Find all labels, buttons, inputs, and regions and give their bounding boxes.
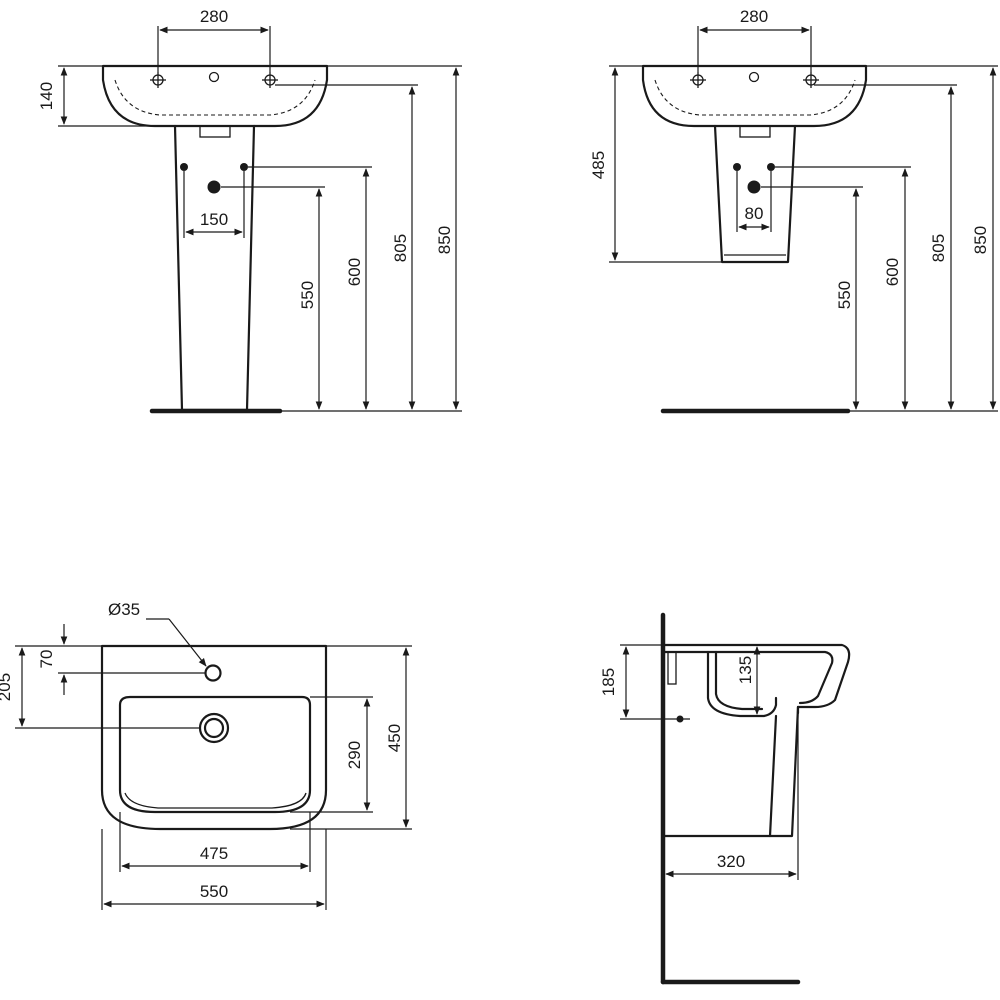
tap-hole-markers xyxy=(150,71,278,88)
dim-label: 320 xyxy=(717,852,745,871)
supply-right-point xyxy=(240,163,248,171)
basin-plan-outline xyxy=(100,644,328,831)
dim-bowl-depth: 485 xyxy=(589,65,722,263)
dim-label: 135 xyxy=(736,656,755,684)
dim-tap-hole-offset: 70 xyxy=(37,624,205,695)
basin-outline xyxy=(641,64,868,138)
waste-point xyxy=(747,180,761,194)
dim-label: 150 xyxy=(200,210,228,229)
dim-label: 185 xyxy=(599,668,618,696)
dim-rim-top-height: 805 xyxy=(275,84,418,410)
waste-point xyxy=(207,180,221,194)
dim-supply-spacing: 80 xyxy=(736,171,772,232)
dim-tap-hole-diameter: Ø35 xyxy=(108,600,207,667)
dim-label: 600 xyxy=(345,258,364,286)
dim-rim-height: 185 xyxy=(599,644,690,720)
dim-label: 280 xyxy=(200,7,228,26)
tap-hole-markers xyxy=(690,71,819,88)
dim-label: Ø35 xyxy=(108,600,140,619)
supply-left-point xyxy=(733,163,741,171)
dim-label: 550 xyxy=(835,281,854,309)
dim-waste-drop: 135 xyxy=(736,646,761,715)
dim-inner-width: 475 xyxy=(119,812,311,872)
dim-overall-height: 850 xyxy=(280,65,462,412)
dim-tap-centres: 280 xyxy=(157,7,271,72)
waste-outlet xyxy=(198,712,230,744)
supply-right-point xyxy=(767,163,775,171)
bowl-inner-outline xyxy=(118,695,312,814)
dim-tap-centres: 280 xyxy=(697,7,812,72)
dim-label: 485 xyxy=(589,151,608,179)
dim-label: 280 xyxy=(740,7,768,26)
side-section-view: 185 135 320 xyxy=(599,612,851,985)
bowl-section xyxy=(706,650,778,718)
dim-label: 140 xyxy=(37,82,56,110)
dim-label: 850 xyxy=(435,226,454,254)
dim-label: 850 xyxy=(971,226,990,254)
supply-left-point xyxy=(180,163,188,171)
dim-label: 475 xyxy=(200,844,228,863)
dim-supply-spacing: 150 xyxy=(183,171,245,238)
basin-outline xyxy=(101,64,329,138)
dim-waste-height: 550 xyxy=(761,186,863,410)
dim-label: 805 xyxy=(391,234,410,262)
dim-label: 805 xyxy=(929,234,948,262)
dim-rim-height: 140 xyxy=(37,65,155,127)
dim-label: 600 xyxy=(883,258,902,286)
semipedestal-section xyxy=(663,714,778,838)
dim-waste-height: 550 xyxy=(221,186,325,410)
dim-overall-depth: 450 xyxy=(290,645,412,830)
basin-section-outline xyxy=(663,643,851,709)
pedestal-front-view: 280 140 150 550 600 xyxy=(37,7,462,414)
plan-view: Ø35 70 205 290 450 xyxy=(0,600,412,910)
dim-overall-height: 850 xyxy=(848,65,998,412)
tap-hole xyxy=(204,664,222,682)
dim-projection: 320 xyxy=(665,713,799,880)
dim-label: 450 xyxy=(385,724,404,752)
dim-rim-top-height: 805 xyxy=(814,84,957,410)
dim-label: 550 xyxy=(200,882,228,901)
dim-supply-height: 600 xyxy=(248,166,372,410)
dim-waste-offset: 205 xyxy=(0,645,200,729)
dim-label: 550 xyxy=(298,281,317,309)
dim-label: 205 xyxy=(0,673,14,701)
dim-overall-width: 550 xyxy=(101,829,327,910)
semipedestal-front-view: 280 485 80 550 600 xyxy=(589,7,998,414)
dim-label: 70 xyxy=(37,650,56,669)
dim-basin-inner-depth: 290 xyxy=(290,696,373,813)
dim-supply-height: 600 xyxy=(775,166,911,410)
dim-label: 290 xyxy=(345,741,364,769)
dim-label: 80 xyxy=(745,204,764,223)
semipedestal-body xyxy=(713,124,797,264)
